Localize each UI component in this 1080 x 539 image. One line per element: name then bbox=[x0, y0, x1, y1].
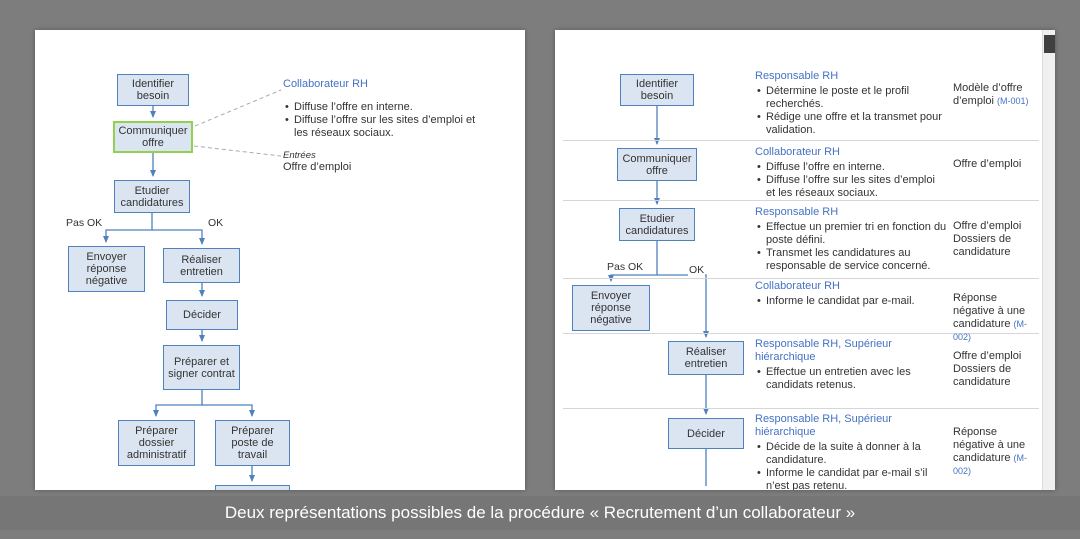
bullet-item: Rédige une offre et la transmet pour val… bbox=[755, 111, 947, 137]
scrollbar[interactable] bbox=[1042, 30, 1055, 490]
doc-ref: (M-002) bbox=[953, 319, 1027, 342]
role-heading: Responsable RH bbox=[755, 206, 839, 218]
doc-ref: (M-001) bbox=[996, 96, 1029, 106]
bullet-item: Informe le candidat par e-mail. bbox=[755, 295, 947, 308]
branch-label-ok: OK bbox=[688, 264, 706, 276]
procedure-step-details: Responsable RH, Supérieur hiérarchique D… bbox=[755, 413, 947, 490]
bullet-item: Transmet les candidatures au responsable… bbox=[755, 247, 947, 273]
doc-text: Modèle d’offre d’emploi bbox=[953, 82, 1023, 107]
branch-label-pas-ok: Pas OK bbox=[65, 217, 104, 229]
entrees-label: Entrées bbox=[283, 150, 316, 161]
bullet-item: Diffuse l’offre sur les sites d’emploi e… bbox=[283, 114, 488, 140]
node-envoyer-reponse-negative: Envoyer réponse négative bbox=[572, 285, 650, 331]
doc-text: Offre d’emploi bbox=[953, 220, 1022, 232]
bullet-item: Diffuse l’offre sur les sites d’emploi e… bbox=[755, 174, 947, 200]
procedure-step-details: Responsable RH Détermine le poste et le … bbox=[755, 70, 947, 137]
role-heading: Responsable RH bbox=[755, 70, 839, 82]
role-heading: Collaborateur RH bbox=[283, 78, 368, 90]
procedure-step-details: Responsable RH Effectue un premier tri e… bbox=[755, 206, 947, 273]
callout-leader-lines bbox=[193, 89, 282, 157]
bullet-item: Détermine le poste et le profil recherch… bbox=[755, 85, 947, 111]
node-etudier-candidatures: Etudier candidatures bbox=[114, 180, 190, 213]
node-envoyer-reponse-negative: Envoyer réponse négative bbox=[68, 246, 145, 292]
bullet-item: Diffuse l’offre en interne. bbox=[755, 161, 947, 174]
doc-item: Réponse négative à une candidature(M-002… bbox=[953, 292, 1041, 344]
caption: Deux représentations possibles de la pro… bbox=[0, 496, 1080, 530]
doc-item: Offre d’emploi Dossiers de candidature bbox=[953, 220, 1041, 259]
bullet-item: Informe le candidat par e-mail s’il n’es… bbox=[755, 467, 947, 490]
doc-text: Offre d’emploi bbox=[953, 350, 1022, 362]
entrees-value: Offre d’emploi bbox=[283, 161, 352, 173]
node-cutoff bbox=[215, 485, 290, 490]
node-communiquer-offre: Communiquer offre bbox=[617, 148, 697, 181]
bullet-item: Effectue un premier tri en fonction du p… bbox=[755, 221, 947, 247]
node-etudier-candidatures: Etudier candidatures bbox=[619, 208, 695, 241]
node-decider: Décider bbox=[668, 418, 744, 449]
scrollbar-thumb[interactable] bbox=[1044, 35, 1055, 53]
callout: Collaborateur RH Diffuse l’offre en inte… bbox=[283, 78, 488, 173]
node-preparer-dossier-administratif: Préparer dossier administratif bbox=[118, 420, 195, 466]
doc-item: Offre d’emploi bbox=[953, 158, 1041, 171]
node-identifier-besoin: Identifier besoin bbox=[117, 74, 189, 106]
bullet-item: Diffuse l’offre en interne. bbox=[283, 101, 488, 114]
branch-label-pas-ok: Pas OK bbox=[606, 261, 645, 273]
node-realiser-entretien: Réaliser entretien bbox=[668, 341, 744, 375]
row-separator bbox=[563, 278, 1039, 279]
node-preparer-signer-contrat: Préparer et signer contrat bbox=[163, 345, 240, 390]
node-decider: Décider bbox=[166, 300, 238, 330]
doc-text: Réponse négative à une candidature bbox=[953, 426, 1026, 464]
procedure-step-details: Collaborateur RH Informe le candidat par… bbox=[755, 280, 947, 308]
procedure-table-panel: Identifier besoin Communiquer offre Etud… bbox=[555, 30, 1055, 490]
procedure-step-details: Collaborateur RH Diffuse l’offre en inte… bbox=[755, 146, 947, 200]
doc-text: Offre d’emploi bbox=[953, 158, 1022, 170]
doc-text: Réponse négative à une candidature bbox=[953, 292, 1026, 330]
node-realiser-entretien: Réaliser entretien bbox=[163, 248, 240, 283]
row-separator bbox=[563, 333, 1039, 334]
doc-text: Dossiers de candidature bbox=[953, 233, 1012, 258]
role-heading: Collaborateur RH bbox=[755, 146, 840, 158]
doc-item: Offre d’emploi Dossiers de candidature bbox=[953, 350, 1041, 389]
node-communiquer-offre: Communiquer offre bbox=[113, 121, 193, 153]
doc-ref: (M-002) bbox=[953, 453, 1027, 476]
branch-label-ok: OK bbox=[207, 217, 225, 229]
node-identifier-besoin: Identifier besoin bbox=[620, 74, 694, 106]
bullet-item: Décide de la suite à donner à la candida… bbox=[755, 441, 947, 467]
role-heading: Responsable RH, Supérieur hiérarchique bbox=[755, 413, 892, 438]
flowchart-panel: Identifier besoin Communiquer offre Etud… bbox=[35, 30, 525, 490]
doc-text: Dossiers de candidature bbox=[953, 363, 1012, 388]
bullet-item: Effectue un entretien avec les candidats… bbox=[755, 366, 947, 392]
role-heading: Collaborateur RH bbox=[755, 280, 840, 292]
doc-item: Modèle d’offre d’emploi(M-001) bbox=[953, 82, 1041, 108]
doc-item: Réponse négative à une candidature(M-002… bbox=[953, 426, 1041, 478]
role-heading: Responsable RH, Supérieur hiérarchique bbox=[755, 338, 892, 363]
procedure-step-details: Responsable RH, Supérieur hiérarchique E… bbox=[755, 338, 947, 392]
row-separator bbox=[563, 200, 1039, 201]
row-separator bbox=[563, 140, 1039, 141]
node-preparer-poste-travail: Préparer poste de travail bbox=[215, 420, 290, 466]
row-separator bbox=[563, 408, 1039, 409]
